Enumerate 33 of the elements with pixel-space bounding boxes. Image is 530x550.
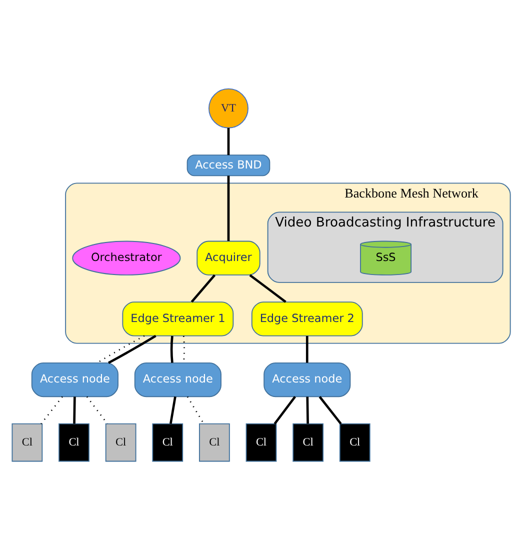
node-ellipse: Orchestrator: [72, 240, 181, 276]
node-box: Cl: [246, 423, 277, 462]
connector: [274, 396, 296, 424]
connector: [227, 176, 230, 241]
connector: [306, 396, 309, 424]
connector: [318, 396, 342, 424]
node-box: Access node: [31, 362, 118, 398]
node-box: Cl: [292, 423, 324, 462]
node-box: Cl: [199, 423, 230, 462]
node-box: Access node: [264, 362, 351, 398]
node-box: Edge Streamer 1: [122, 302, 234, 336]
connector: [73, 396, 76, 424]
node-box: Acquirer: [196, 240, 260, 276]
connector: [169, 396, 176, 424]
node-box: Edge Streamer 2: [251, 302, 363, 336]
connector: [249, 274, 286, 303]
node-box: Access node: [134, 362, 222, 398]
connector: [306, 336, 308, 363]
connector: [170, 336, 174, 363]
node-box: Cl: [58, 423, 90, 462]
node-circle: VT: [208, 88, 248, 128]
connector: [190, 274, 216, 303]
node-box: Access BND: [186, 154, 270, 176]
connector: [108, 334, 156, 364]
connector: [40, 396, 63, 424]
node-box: Cl: [12, 423, 43, 462]
connector: [186, 396, 204, 424]
node-box: Cl: [105, 423, 136, 462]
node-box: Cl: [339, 423, 370, 462]
connector: [96, 335, 145, 364]
node-box: Cl: [152, 423, 184, 462]
connector: [86, 396, 108, 424]
connector: [227, 128, 230, 156]
